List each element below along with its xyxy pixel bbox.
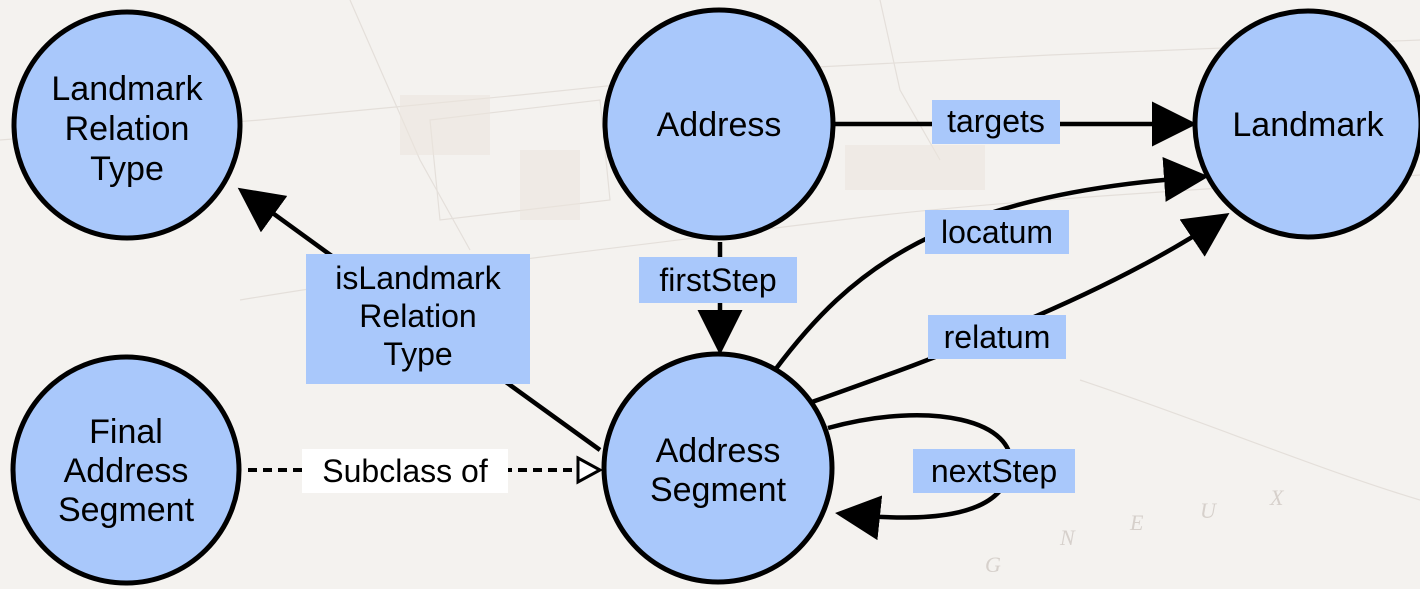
node-final-address-segment-line-3: Segment [58,491,195,529]
label-is-landmark-line-1: isLandmark [335,260,501,296]
node-landmark-line-1: Landmark [1232,106,1384,144]
map-letter-e: E [1129,510,1144,535]
edge-locatum [773,157,1209,372]
map-letter-u: U [1200,498,1218,523]
label-next-step: nextStep [931,453,1057,489]
map-letter-x: X [1269,485,1285,510]
label-targets: targets [947,103,1045,139]
node-landmark: Landmark [1192,8,1420,240]
node-address-line-1: Address [657,106,782,144]
node-landmark-relation-type-line-3: Type [90,150,164,188]
node-final-address-segment: Final Address Segment [10,354,242,586]
node-address-segment: Address Segment [601,351,835,585]
node-address-segment-line-1: Address [656,432,781,470]
background-map: N E U X G [0,0,1420,577]
map-letter-g: G [985,552,1001,577]
label-subclass-of: Subclass of [322,453,488,489]
edge-labels: targets firstStep locatum relatum nextSt… [302,100,1075,493]
node-landmark-relation-type: Landmark Relation Type [11,9,243,241]
node-landmark-relation-type-line-1: Landmark [51,70,203,108]
subclass-triangle-icon [576,455,604,485]
node-final-address-segment-line-2: Address [64,452,189,490]
label-relatum: relatum [944,319,1051,355]
label-is-landmark-line-3: Type [383,336,452,372]
label-is-landmark-line-2: Relation [359,298,476,334]
label-first-step: firstStep [659,262,776,298]
node-address: Address [602,7,836,241]
map-letter-n: N [1059,525,1076,550]
nodes: Landmark Relation Type Address Landmark … [10,7,1420,586]
node-address-segment-line-2: Segment [650,471,787,509]
node-landmark-relation-type-line-2: Relation [65,110,190,148]
node-final-address-segment-line-1: Final [89,413,163,451]
label-locatum: locatum [941,214,1053,250]
